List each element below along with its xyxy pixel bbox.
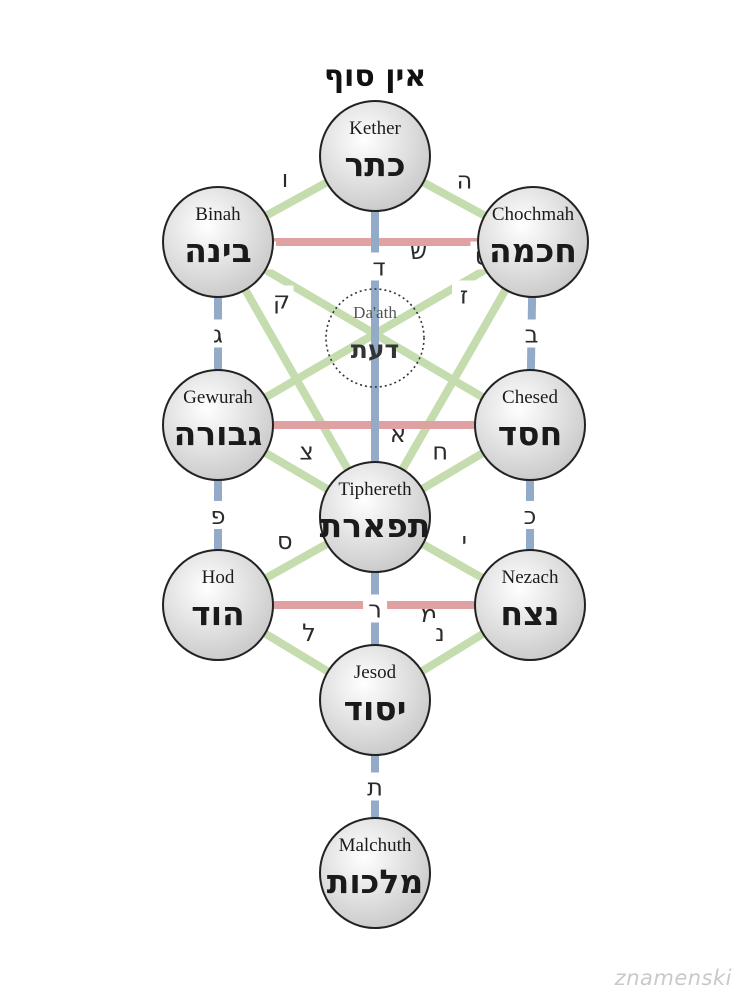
path-letter-bg-gewurah-hod (206, 501, 230, 529)
sephirah-jesod: Jesod יסוד (319, 644, 431, 756)
path-letter-bg-nezach-jesod (427, 618, 452, 647)
path-letter-bg-tiphereth-nezach (452, 526, 477, 555)
daath-hebrew: דעת (351, 335, 399, 364)
sephirah-circle-kether (319, 100, 431, 212)
path-letter-bg-binah-gewurah (206, 319, 230, 348)
path-letter-chesed-nezach: כ (524, 502, 537, 530)
sephirah-hebrew-hod: הוד (191, 594, 244, 633)
sephirah-circle-hod (162, 549, 274, 661)
nodes-layer: KetherכתרChochmahחכמהBinahבינהChesedחסדG… (162, 100, 589, 929)
sephirah-hebrew-tiphereth: תפארת (320, 506, 431, 545)
path-letter-chochmah-chesed: ב (525, 321, 539, 349)
path-letter-bg-tiphereth-hod (272, 526, 297, 555)
path-letter-chesed-tiphereth: ח (432, 437, 448, 465)
sephirah-name-malchuth: Malchuth (339, 835, 412, 856)
sephirah-name-jesod: Jesod (354, 662, 397, 683)
sephirah-hebrew-chesed: חסד (498, 414, 563, 453)
sephirah-binah: Binah בינה (162, 186, 274, 298)
sephirah-name-hod: Hod (202, 567, 235, 588)
sephirah-name-binah: Binah (195, 204, 241, 225)
sephirah-kether: Kether כתר (319, 100, 431, 212)
sephirah-name-chochmah: Chochmah (492, 204, 575, 225)
path-letter-tiphereth-jesod: ר (368, 596, 382, 624)
path-letter-bg-chochmah-tiphereth (452, 280, 476, 309)
path-letter-bg-gewurah-tiphereth (294, 436, 319, 465)
sephirah-name-tiphereth: Tiphereth (338, 479, 412, 500)
sephirah-name-gewurah: Gewurah (183, 387, 253, 408)
sephirah-circle-jesod (319, 644, 431, 756)
path-letter-bg-chochmah-chesed (519, 319, 544, 348)
path-letter-jesod-malchuth: ת (367, 774, 383, 802)
sephirah-circle-malchuth (319, 817, 431, 929)
path-letter-binah-tiphereth: ק (273, 287, 290, 315)
sephirah-name-chesed: Chesed (502, 387, 558, 408)
sephirah-nezach: Nezach נצח (474, 549, 586, 661)
watermark-text: znamenski (614, 966, 732, 990)
path-letter-hod-jesod: ל (302, 619, 316, 647)
sephirah-hebrew-nezach: נצח (500, 594, 559, 633)
path-letter-bg-binah-tiphereth (269, 285, 294, 314)
daath-layer: Da'ath דעת (325, 288, 425, 388)
path-letter-bg-kether-tiphereth (367, 252, 391, 281)
sephirah-hebrew-binah: בינה (184, 231, 251, 270)
sephirah-gewurah: Gewurah גבורה (162, 369, 274, 481)
path-letter-bg-kether-binah (272, 163, 297, 192)
path-letter-bg-hod-jesod (296, 617, 321, 646)
sephirah-circle-chochmah (477, 186, 589, 298)
sephirah-circle-gewurah (162, 369, 274, 481)
sephirah-circle-binah (162, 186, 274, 298)
path-letter-bg-chesed-nezach (518, 501, 542, 529)
path-letter-binah-chochmah: ש (410, 237, 427, 265)
sephirah-chesed: Chesed חסד (474, 369, 586, 481)
sephirah-circle-tiphereth (319, 461, 431, 573)
sephirah-hod: Hod הוד (162, 549, 274, 661)
path-letter-kether-chochmah: ה (457, 167, 473, 195)
daath-circle (325, 288, 425, 388)
path-letter-tiphereth-nezach: י (462, 527, 467, 555)
sephirah-name-nezach: Nezach (502, 567, 559, 588)
sephirah-circle-nezach (474, 549, 586, 661)
path-letter-bg-chesed-tiphereth (428, 436, 453, 465)
path-letter-nezach-jesod: נ (435, 619, 445, 647)
sephirah-malchuth: Malchuth מלכות (319, 817, 431, 929)
path-letter-bg-tiphereth-jesod (363, 594, 387, 623)
sephirah-hebrew-kether: כתר (344, 145, 405, 184)
sephirah-hebrew-gewurah: גבורה (174, 414, 263, 453)
daath-name: Da'ath (353, 303, 397, 322)
path-letter-gewurah-chesed: א (390, 420, 406, 448)
path-letter-gewurah-tiphereth: צ (300, 437, 314, 465)
sephirah-hebrew-malchuth: מלכות (327, 862, 423, 901)
path-letter-chochmah-tiphereth: ז (460, 282, 468, 310)
path-letter-gewurah-hod: פ (211, 502, 226, 530)
path-letter-kether-binah: ו (282, 165, 289, 193)
path-letter-tiphereth-hod: ס (277, 527, 293, 555)
path-letter-bg-jesod-malchuth (363, 772, 387, 801)
title-ein-soph: אין סוף (324, 59, 426, 94)
path-letter-kether-tiphereth: ד (372, 254, 385, 282)
sephirah-circle-chesed (474, 369, 586, 481)
sephirah-name-kether: Kether (349, 118, 401, 139)
sephirah-hebrew-chochmah: חכמה (489, 231, 577, 270)
sephirah-chochmah: Chochmah חכמה (477, 186, 589, 298)
sephirah-hebrew-jesod: יסוד (344, 689, 407, 728)
path-letter-bg-kether-chochmah (452, 165, 477, 194)
sephirah-tiphereth: Tiphereth תפארת (319, 461, 431, 573)
path-letter-binah-gewurah: ג (213, 321, 223, 349)
